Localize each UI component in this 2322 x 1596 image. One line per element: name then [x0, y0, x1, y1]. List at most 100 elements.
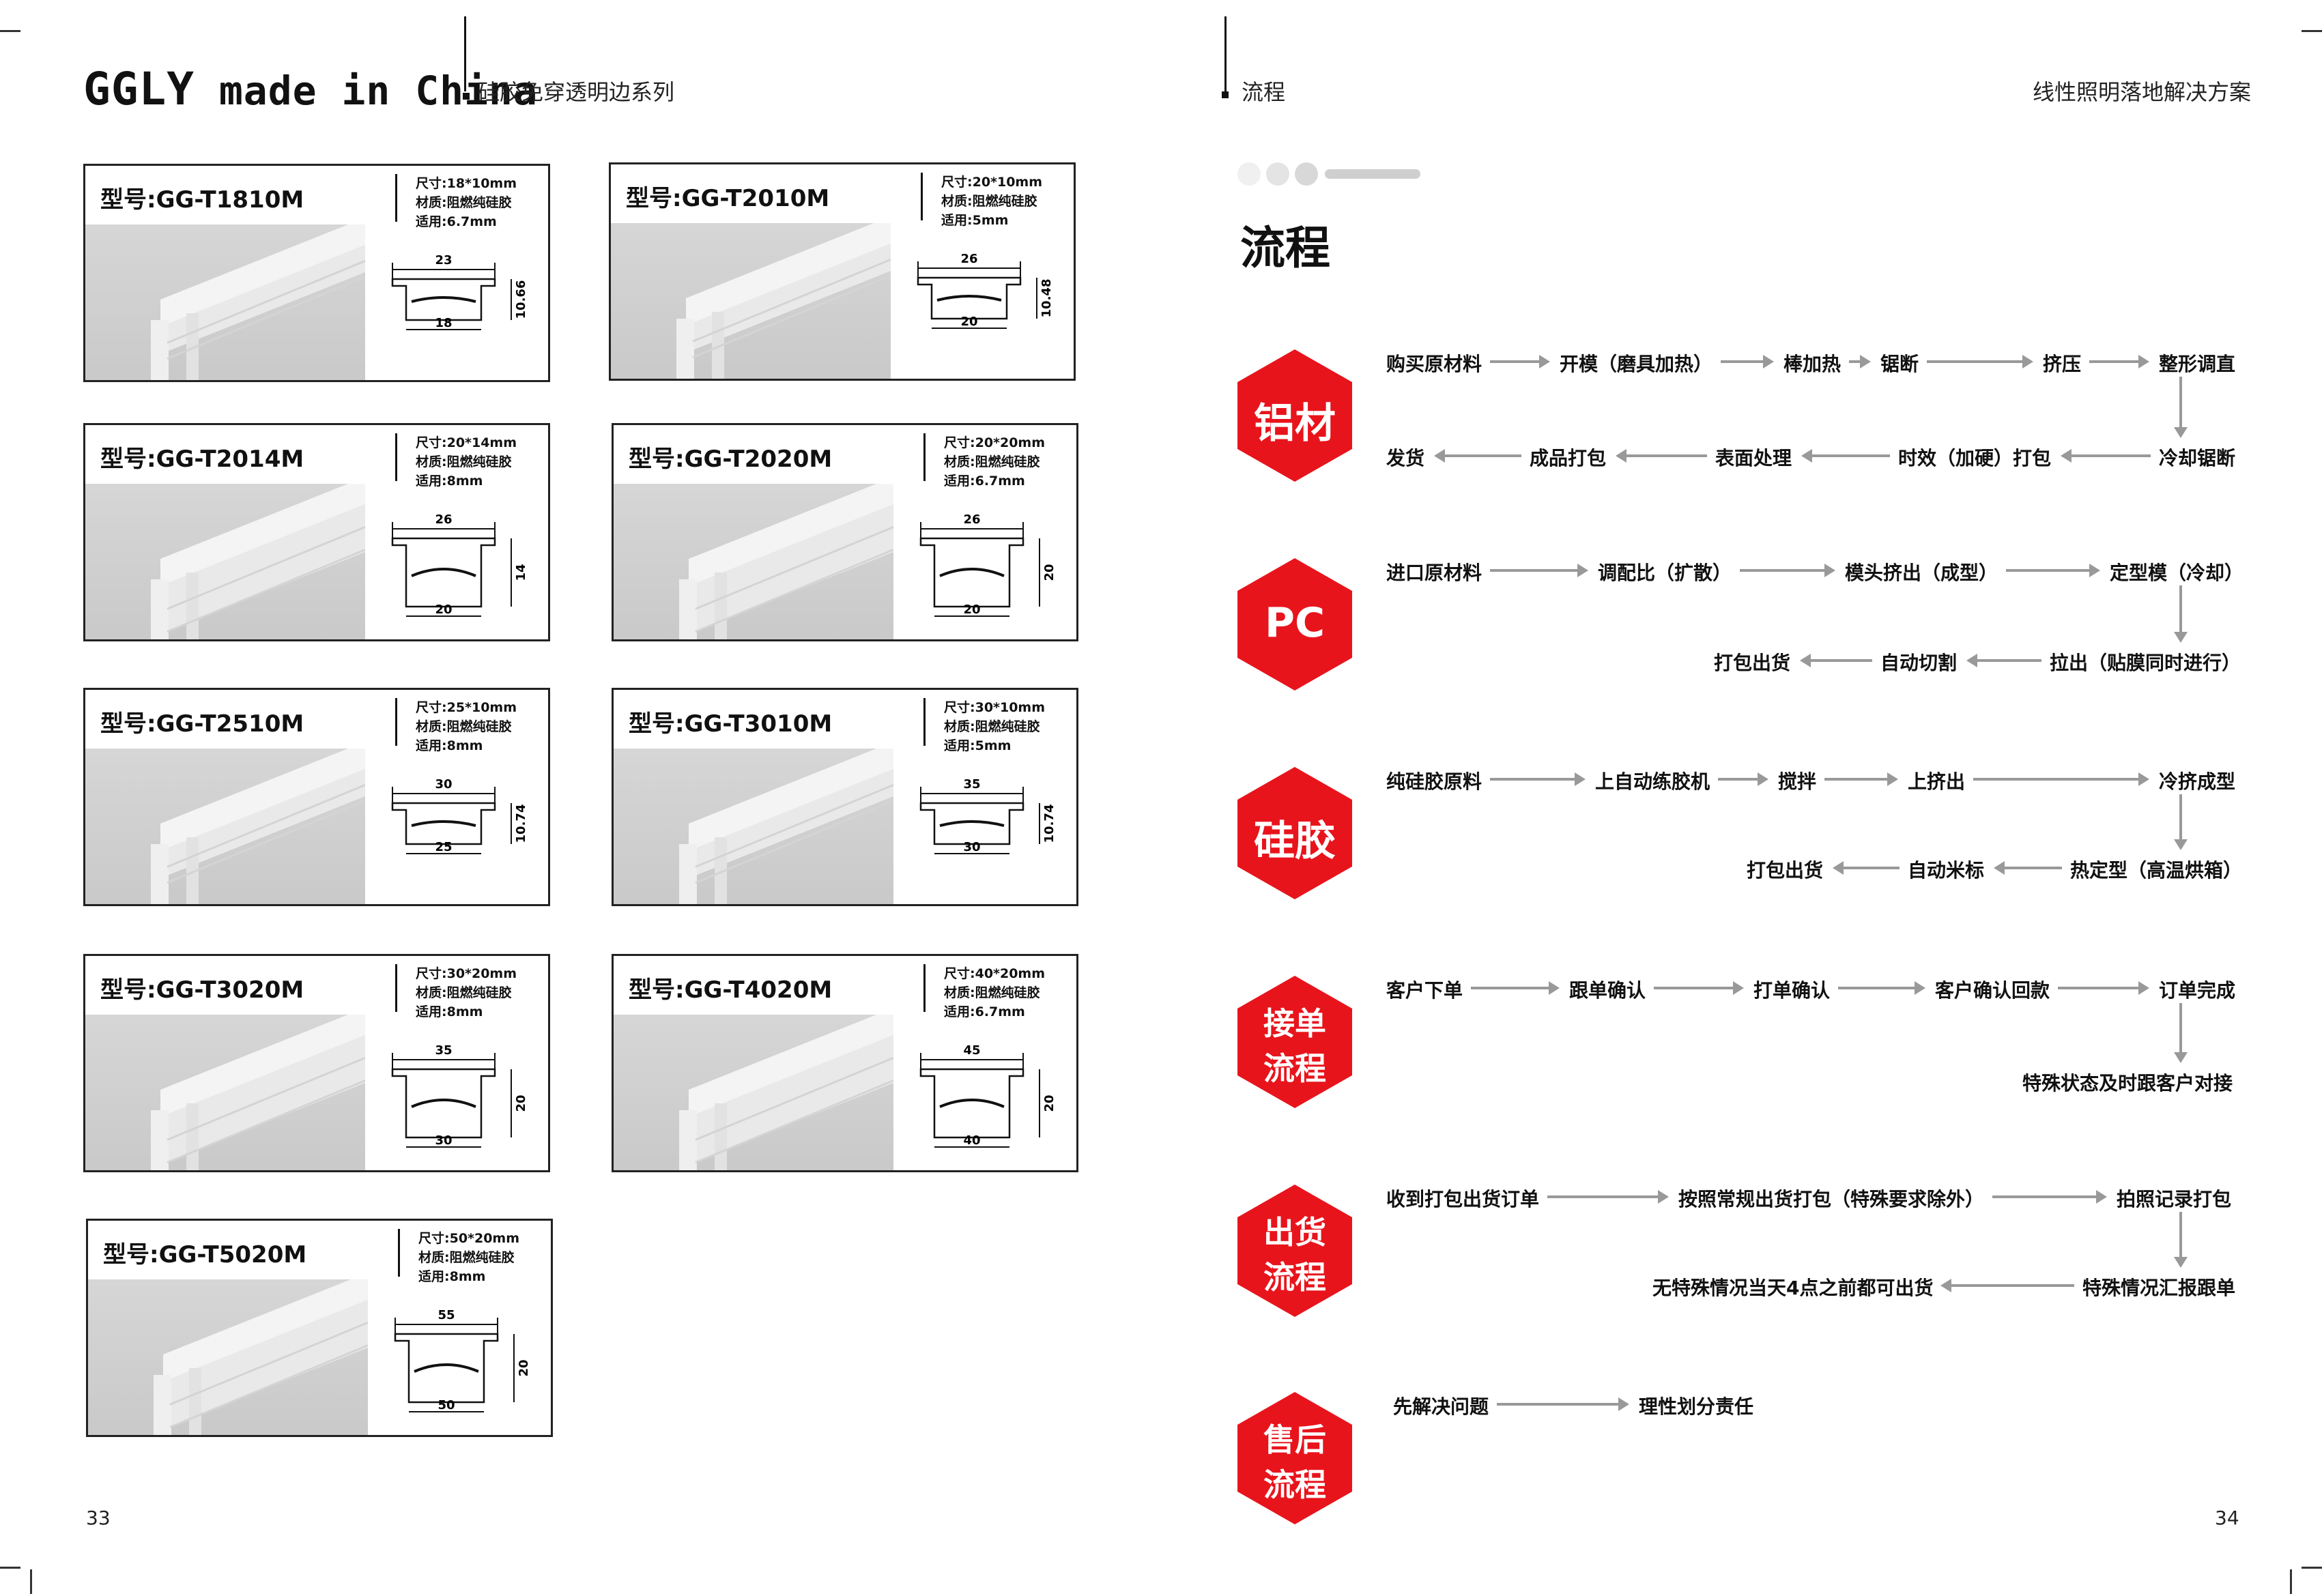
section-label: 流程	[1263, 1050, 1326, 1087]
dim-height-label: 10.74	[1042, 804, 1057, 843]
arrow-right-icon	[1497, 1397, 1629, 1411]
spec-divider	[395, 174, 397, 222]
section-label: PC	[1264, 599, 1325, 647]
spec-divider	[923, 698, 926, 746]
arrow-right-icon	[1927, 355, 2033, 368]
hexagon-shape	[1237, 767, 1352, 899]
dim-top-label: 45	[963, 1043, 980, 1058]
product-model: 型号:GG-T5020M	[103, 1241, 307, 1268]
section-hexagon-badge: 出货流程	[1237, 1185, 1352, 1317]
arrow-left-icon	[2061, 449, 2151, 463]
dim-top-label: 35	[963, 777, 980, 792]
diffuser-curve	[939, 820, 1005, 827]
arrow-left-icon	[1800, 654, 1872, 667]
spec-use: 适用:8mm	[418, 1269, 486, 1284]
spec-size: 尺寸:25*10mm	[416, 700, 517, 715]
product-photo	[85, 224, 365, 380]
page-number: 34	[2215, 1507, 2239, 1529]
header-divider	[1224, 16, 1227, 91]
dot	[1237, 162, 1261, 186]
process-step: 挤压	[2043, 353, 2082, 375]
diffuser-curve	[411, 568, 476, 577]
arrow-right-icon	[1718, 772, 1768, 786]
arrow-down-icon	[2174, 585, 2188, 643]
arrow-down-icon	[2174, 377, 2188, 438]
diffuser-curve	[414, 1363, 479, 1373]
process-step: 定型模（冷却）	[2110, 562, 2244, 584]
dim-top-label: 26	[435, 512, 452, 527]
section-label: 接单	[1263, 1005, 1326, 1042]
hexagon-shape	[1237, 349, 1352, 482]
dim-top-label: 26	[960, 252, 977, 266]
process-step: 开模（磨具加热）	[1560, 353, 1713, 375]
spec-material: 材质:阻燃纯硅胶	[944, 985, 1040, 1000]
brand-suffix: made in China	[218, 68, 538, 114]
dim-bottom-label: 25	[435, 840, 452, 854]
arrow-right-icon	[1992, 1190, 2107, 1204]
profile-outline	[919, 537, 1024, 608]
spec-divider	[395, 964, 397, 1012]
spec-use: 适用:6.7mm	[944, 1004, 1025, 1019]
process-step: 锯断	[1880, 353, 1919, 375]
profile-outline	[917, 276, 1022, 320]
spec-size: 尺寸:18*10mm	[416, 176, 517, 191]
brand-prefix: GGLY	[83, 63, 195, 115]
section-label: 流程	[1263, 1466, 1326, 1503]
section-hexagon-badge: PC	[1237, 558, 1352, 691]
crop-mark	[2302, 1567, 2322, 1569]
spec-divider	[395, 433, 397, 481]
product-photo	[614, 484, 893, 639]
arrow-left-icon	[1940, 1279, 2074, 1292]
arrow-down-icon	[2174, 794, 2188, 850]
arrow-right-icon	[1654, 981, 1744, 995]
process-step: 按照常规出货打包（特殊要求除外）	[1678, 1188, 1985, 1210]
process-step: 搅拌	[1778, 770, 1817, 793]
product-photo	[611, 223, 891, 379]
dim-top-label: 26	[963, 512, 980, 527]
arrow-left-icon	[1994, 861, 2062, 875]
process-step: 拍照记录打包	[2117, 1188, 2232, 1210]
process-step: 成品打包	[1530, 447, 1607, 469]
crop-mark	[0, 1567, 20, 1569]
series-title: 硅胶免穿透明边系列	[478, 79, 675, 105]
section-hexagon-badge: 硅胶	[1237, 767, 1352, 899]
dim-height-label: 20	[514, 1094, 528, 1112]
spec-use: 适用:6.7mm	[944, 474, 1025, 489]
arrow-right-icon	[1973, 772, 2149, 786]
hexagon-shape	[1237, 1392, 1352, 1524]
profile-outline	[919, 802, 1024, 845]
dim-bottom-label: 20	[960, 315, 977, 329]
product-photo	[614, 1015, 893, 1170]
process-step: 无特殊情况当天4点之前都可出货	[1652, 1277, 1934, 1299]
arrow-right-icon	[1490, 772, 1586, 786]
spec-use: 适用:6.7mm	[416, 214, 497, 229]
spec-material: 材质:阻燃纯硅胶	[944, 454, 1040, 469]
spec-size: 尺寸:20*14mm	[416, 435, 517, 450]
dot	[1295, 162, 1318, 186]
header-dot	[1222, 91, 1229, 98]
process-step: 客户确认回款	[1935, 979, 2050, 1002]
arrow-left-icon	[1801, 449, 1890, 463]
product-model: 型号:GG-T1810M	[100, 186, 304, 214]
process-step: 表面处理	[1715, 447, 1792, 469]
process-step: 客户下单	[1386, 979, 1463, 1002]
arrow-right-icon	[1838, 981, 1925, 995]
spec-divider	[395, 698, 397, 746]
dot	[1266, 162, 1289, 186]
dim-bottom-label: 50	[438, 1398, 455, 1412]
arrow-right-icon	[1824, 772, 1898, 786]
spec-material: 材质:阻燃纯硅胶	[941, 194, 1037, 209]
profile-outline	[919, 1068, 1024, 1139]
section-label: 流程	[1263, 1259, 1326, 1296]
